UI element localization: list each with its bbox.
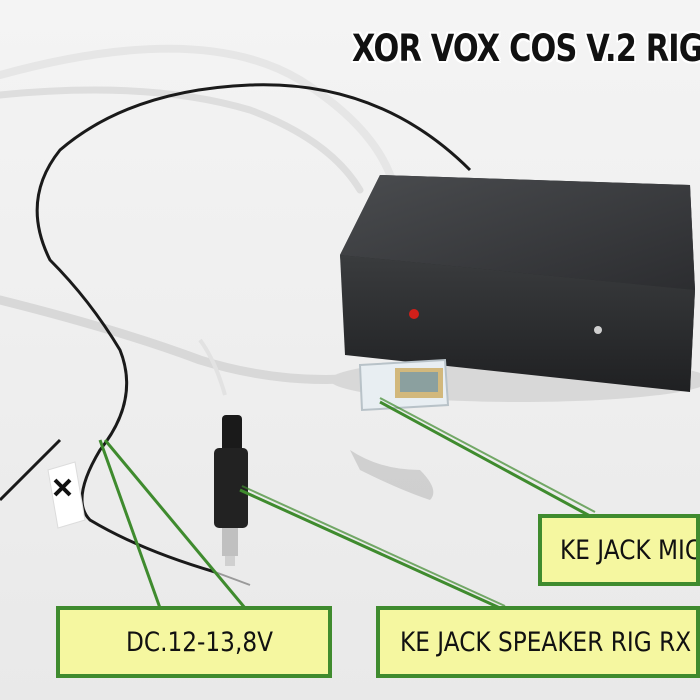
jack-tip bbox=[225, 556, 235, 566]
callout-mic: KE JACK MIC bbox=[538, 514, 700, 586]
black-cable-end bbox=[0, 438, 62, 502]
connector-shadow bbox=[350, 450, 434, 500]
leader-line-mic bbox=[379, 400, 591, 518]
wire-marker-x bbox=[53, 478, 72, 497]
leader-line-speaker bbox=[239, 488, 501, 610]
leader-line-dc-1 bbox=[98, 439, 162, 609]
white-thin-wire bbox=[198, 338, 227, 396]
black-cable bbox=[35, 83, 472, 574]
callout-speaker: KE JACK SPEAKER RIG RX bbox=[376, 606, 700, 678]
callout-speaker-label: KE JACK SPEAKER RIG RX bbox=[400, 626, 692, 658]
stripped-wire-tip bbox=[214, 571, 251, 586]
jack-strain-relief bbox=[222, 415, 242, 455]
box-top bbox=[340, 175, 695, 290]
white-cable-loop-2 bbox=[0, 86, 364, 194]
jack-body bbox=[214, 448, 248, 528]
callout-mic-label: KE JACK MIC bbox=[560, 534, 700, 566]
white-cable-loop bbox=[0, 44, 399, 194]
image-title: XOR VOX COS V.2 RIG bbox=[352, 27, 700, 70]
box-front bbox=[340, 255, 695, 392]
leader-line-speaker-2 bbox=[241, 485, 506, 607]
callout-dc-label: DC.12-13,8V bbox=[126, 626, 273, 658]
leader-line-dc-2 bbox=[103, 439, 247, 609]
white-cable bbox=[0, 295, 367, 385]
red-led bbox=[409, 309, 419, 319]
rj45-wires bbox=[400, 372, 438, 392]
callout-dc: DC.12-13,8V bbox=[56, 606, 332, 678]
wire-marker-tag bbox=[47, 461, 86, 529]
leader-line-mic-2 bbox=[379, 397, 596, 513]
indicator-hole bbox=[594, 326, 602, 334]
jack-pin bbox=[222, 528, 238, 556]
